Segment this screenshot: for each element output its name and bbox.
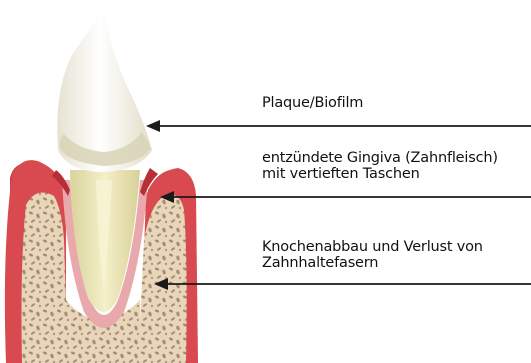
label-knochen-line2: Zahnhaltefasern: [262, 255, 483, 271]
label-gingiva-line1: entzündete Gingiva (Zahnfleisch): [262, 150, 498, 166]
label-inflamed-gingiva: entzündete Gingiva (Zahnfleisch) mit ver…: [262, 150, 498, 182]
arrow-plaque: [146, 120, 531, 132]
alveolar-bone: [22, 193, 69, 363]
label-plaque-biofilm: Plaque/Biofilm: [262, 95, 363, 111]
label-plaque-text: Plaque/Biofilm: [262, 95, 363, 111]
arrow-gingiva: [160, 191, 531, 203]
label-bone-loss: Knochenabbau und Verlust von Zahnhaltefa…: [262, 239, 483, 271]
label-gingiva-line2: mit vertieften Taschen: [262, 166, 498, 182]
label-knochen-line1: Knochenabbau und Verlust von: [262, 239, 483, 255]
arrow-knochen: [154, 278, 531, 290]
